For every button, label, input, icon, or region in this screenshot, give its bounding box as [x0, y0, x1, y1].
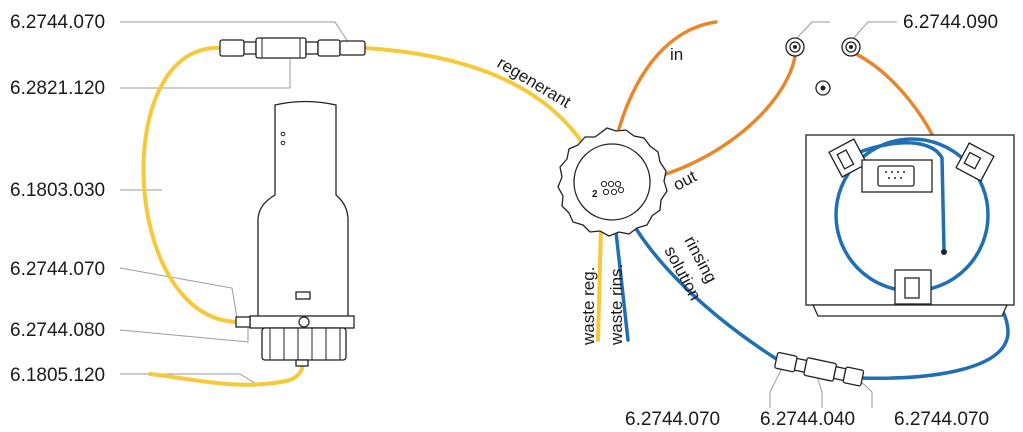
pn-coupling-left: 6.2744.070 — [10, 259, 105, 280]
cartridge-device[interactable] — [235, 100, 355, 367]
valve-knob[interactable]: 2 — [557, 127, 668, 237]
label-waste-rins: waste rins. — [607, 264, 626, 346]
pn-coupling-bottom-a: 6.2744.070 — [625, 409, 720, 430]
filter-assembly[interactable] — [219, 37, 366, 59]
regenerant-tubing — [141, 45, 604, 387]
label-regenerant: regenerant — [494, 53, 575, 112]
top-right-connectors[interactable] — [785, 37, 861, 96]
pn-coupling-bottom-b: 6.2744.040 — [760, 409, 855, 430]
pn-coupling-bottom-c: 6.2744.070 — [894, 409, 989, 430]
bottom-couplings[interactable] — [774, 351, 865, 387]
label-waste-reg: waste reg. — [579, 267, 598, 346]
pn-tubing-yellow: 6.1803.030 — [10, 180, 105, 201]
pn-tubing-bottom: 6.1805.120 — [10, 365, 105, 386]
label-in: in — [670, 45, 683, 64]
pn-filter-top: 6.2821.120 — [10, 78, 105, 99]
pn-coupling-bottom-left: 6.2744.080 — [10, 320, 105, 341]
instrument-box[interactable] — [805, 134, 1015, 317]
part-number-labels: 6.2744.070 6.2821.120 6.1803.030 6.2744.… — [10, 12, 998, 430]
port-2-label: 2 — [592, 189, 598, 200]
pn-coupling-top-left: 6.2744.070 — [10, 12, 105, 33]
pn-connector-top-right: 6.2744.090 — [903, 12, 998, 33]
